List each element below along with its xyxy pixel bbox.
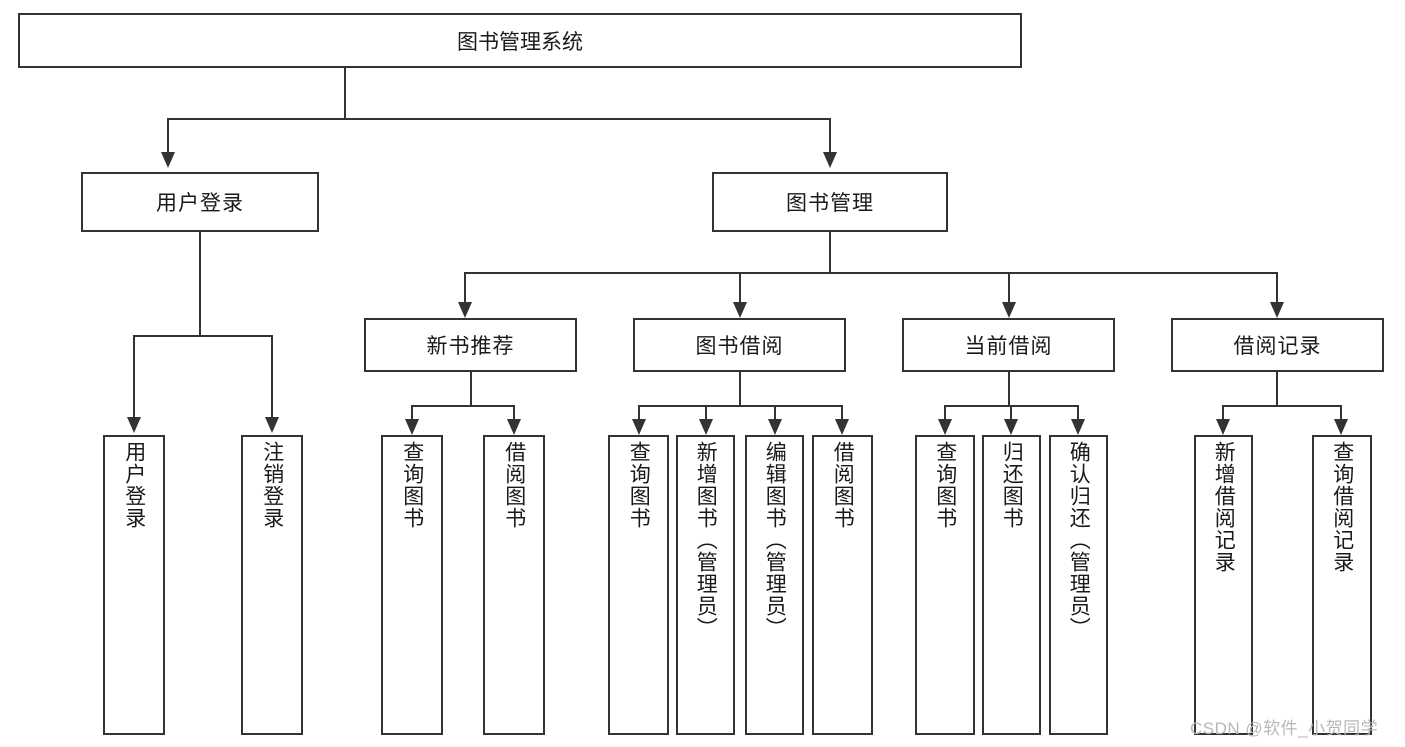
connector-user-login-drop-1 (133, 335, 135, 419)
node-book-manage-label: 图书管理 (786, 192, 874, 215)
connector-user-login-drop-2 (271, 335, 273, 419)
node-new-book-recommend[interactable]: 新书推荐 (364, 318, 577, 372)
connector-bb-stem (739, 372, 741, 405)
arrow-head-leaf-query-record (1334, 419, 1348, 435)
leaf-query-book-2-label: 查询图书 (627, 441, 651, 529)
leaf-return-book-label: 归还图书 (1000, 441, 1024, 529)
connector-nbr-drop-1 (411, 405, 413, 421)
connector-nbr-drop-2 (513, 405, 515, 421)
connector-level2-drop-right (829, 118, 831, 154)
arrow-head-leaf-add-book (699, 419, 713, 435)
node-borrow-record[interactable]: 借阅记录 (1171, 318, 1384, 372)
connector-level3-drop-3 (1008, 272, 1010, 304)
arrow-head-leaf-query-book-2 (632, 419, 646, 435)
connector-bb-drop-2 (705, 405, 707, 421)
arrow-head-current-borrow (1002, 302, 1016, 318)
arrow-head-leaf-query-book-3 (938, 419, 952, 435)
leaf-add-book[interactable]: 新增图书（管理员） (676, 435, 735, 735)
leaf-return-book[interactable]: 归还图书 (982, 435, 1041, 735)
node-current-borrow[interactable]: 当前借阅 (902, 318, 1115, 372)
arrow-head-user-login (161, 152, 175, 168)
connector-level3-drop-4 (1276, 272, 1278, 304)
leaf-add-record[interactable]: 新增借阅记录 (1194, 435, 1253, 735)
arrow-head-leaf-user-login (127, 417, 141, 433)
connector-br-drop-1 (1222, 405, 1224, 421)
leaf-confirm-return[interactable]: 确认归还（管理员） (1049, 435, 1108, 735)
node-book-manage[interactable]: 图书管理 (712, 172, 948, 232)
connector-cb-drop-2 (1010, 405, 1012, 421)
leaf-edit-book[interactable]: 编辑图书（管理员） (745, 435, 804, 735)
leaf-user-login[interactable]: 用户登录 (103, 435, 165, 735)
node-root-label: 图书管理系统 (457, 30, 583, 54)
arrow-head-leaf-borrow-book-1 (507, 419, 521, 435)
connector-level2-bus (167, 118, 830, 120)
connector-nbr-stem (470, 372, 472, 405)
leaf-query-book-1-label: 查询图书 (400, 441, 424, 529)
connector-bb-drop-4 (841, 405, 843, 421)
leaf-borrow-book-2[interactable]: 借阅图书 (812, 435, 873, 735)
arrow-head-leaf-query-book-1 (405, 419, 419, 435)
leaf-query-record[interactable]: 查询借阅记录 (1312, 435, 1372, 735)
node-root[interactable]: 图书管理系统 (18, 13, 1022, 68)
node-new-book-recommend-label: 新书推荐 (426, 335, 515, 358)
leaf-confirm-return-label: 确认归还（管理员） (1067, 441, 1091, 639)
leaf-add-book-label: 新增图书（管理员） (694, 441, 718, 639)
connector-bb-drop-3 (774, 405, 776, 421)
leaf-borrow-book-1[interactable]: 借阅图书 (483, 435, 545, 735)
leaf-borrow-book-1-label: 借阅图书 (502, 441, 526, 529)
leaf-user-login-label: 用户登录 (122, 441, 146, 529)
node-book-borrow[interactable]: 图书借阅 (633, 318, 846, 372)
leaf-query-record-label: 查询借阅记录 (1330, 441, 1354, 573)
arrow-head-book-manage (823, 152, 837, 168)
arrow-head-book-borrow (733, 302, 747, 318)
connector-level3-bus (464, 272, 1278, 274)
leaf-query-book-3[interactable]: 查询图书 (915, 435, 975, 735)
leaf-logout-label: 注销登录 (260, 441, 284, 529)
connector-nbr-bus (411, 405, 515, 407)
arrow-head-borrow-record (1270, 302, 1284, 318)
connector-cb-drop-3 (1077, 405, 1079, 421)
connector-br-bus (1222, 405, 1342, 407)
connector-user-login-bus (133, 335, 273, 337)
connector-level2-drop-left (167, 118, 169, 154)
connector-cb-drop-1 (944, 405, 946, 421)
arrow-head-leaf-borrow-book-2 (835, 419, 849, 435)
node-user-login-label: 用户登录 (156, 192, 244, 215)
arrow-head-leaf-confirm-return (1071, 419, 1085, 435)
arrow-head-leaf-add-record (1216, 419, 1230, 435)
arrow-head-new-book-recommend (458, 302, 472, 318)
node-borrow-record-label: 借阅记录 (1233, 335, 1322, 358)
connector-bb-drop-1 (638, 405, 640, 421)
connector-bb-bus (638, 405, 843, 407)
connector-cb-stem (1008, 372, 1010, 405)
node-user-login[interactable]: 用户登录 (81, 172, 319, 232)
node-book-borrow-label: 图书借阅 (695, 335, 784, 358)
leaf-borrow-book-2-label: 借阅图书 (831, 441, 855, 529)
node-current-borrow-label: 当前借阅 (964, 335, 1053, 358)
connector-user-login-stem (199, 232, 201, 335)
connector-root-stem (344, 68, 346, 118)
leaf-query-book-3-label: 查询图书 (933, 441, 957, 529)
leaf-add-record-label: 新增借阅记录 (1212, 441, 1236, 573)
connector-br-stem (1276, 372, 1278, 405)
leaf-query-book-2[interactable]: 查询图书 (608, 435, 669, 735)
connector-level3-drop-1 (464, 272, 466, 304)
arrow-head-leaf-return-book (1004, 419, 1018, 435)
leaf-query-book-1[interactable]: 查询图书 (381, 435, 443, 735)
connector-book-manage-stem (829, 232, 831, 272)
leaf-logout[interactable]: 注销登录 (241, 435, 303, 735)
connector-level3-drop-2 (739, 272, 741, 304)
arrow-head-leaf-edit-book (768, 419, 782, 435)
leaf-edit-book-label: 编辑图书（管理员） (763, 441, 787, 639)
connector-br-drop-2 (1340, 405, 1342, 421)
arrow-head-leaf-logout (265, 417, 279, 433)
